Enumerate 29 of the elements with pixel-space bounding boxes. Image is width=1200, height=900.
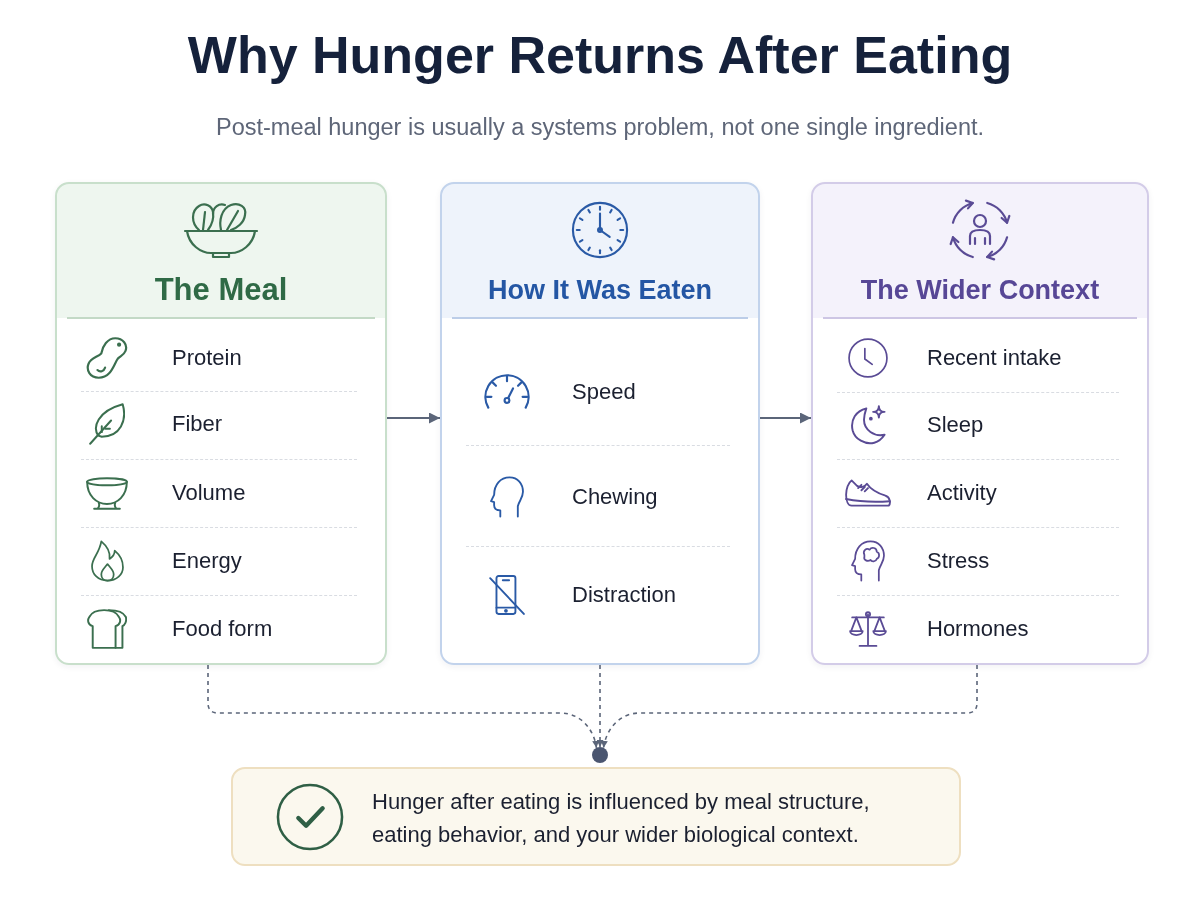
factor-label: Stress <box>927 548 990 574</box>
arrow <box>386 412 441 424</box>
factor-label: Activity <box>927 480 997 506</box>
factor-label: Chewing <box>572 484 658 510</box>
factor-label: Protein <box>172 345 242 371</box>
factor-label: Distraction <box>572 582 676 608</box>
factor-label: Fiber <box>172 411 223 437</box>
factor-label: Recent intake <box>927 345 1062 371</box>
factor-label: Sleep <box>927 412 984 438</box>
factor-label: Speed <box>572 379 636 405</box>
dashed-arrow <box>601 664 978 749</box>
title: Why Hunger Returns After Eating <box>187 25 1013 86</box>
factor-label: Volume <box>172 480 246 506</box>
dashed-arrow <box>596 664 604 748</box>
dashed-arrow <box>207 664 599 749</box>
factor-label: Food form <box>172 616 273 642</box>
junction-dot <box>592 747 608 763</box>
panel-heading: How It Was Eaten <box>488 274 712 306</box>
arrow <box>759 412 812 424</box>
category-panel <box>811 182 1149 665</box>
factor-label: Hormones <box>927 616 1029 642</box>
panel-heading: The Meal <box>154 271 288 308</box>
subtitle: Post-meal hunger is usually a systems problem, not one single ingredient. <box>215 113 985 142</box>
summary-text: Hunger after eating is influenced by meal structure, eating behavior, and your wider biological context. <box>372 788 871 849</box>
panel-heading: The Wider Context <box>860 274 1100 306</box>
summary-box <box>231 767 961 866</box>
category-panel <box>55 182 387 665</box>
factor-label: Energy <box>172 548 242 574</box>
category-panel <box>440 182 760 665</box>
